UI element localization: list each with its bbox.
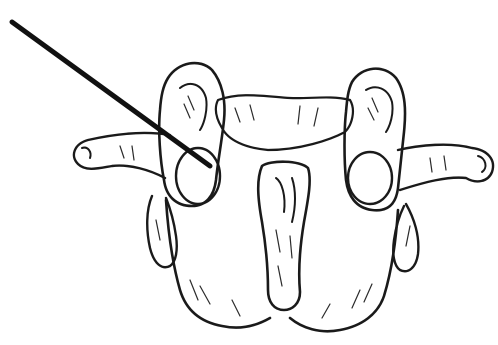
- spinous-process: [258, 162, 309, 310]
- right-articular-facet: [348, 152, 392, 204]
- pointer-line: [12, 22, 210, 166]
- right-superior-articular-process: [345, 69, 406, 211]
- lamina: [166, 200, 398, 331]
- left-transverse-process: [74, 133, 170, 178]
- right-transverse-process: [398, 145, 493, 190]
- vertebral-body: [216, 95, 353, 150]
